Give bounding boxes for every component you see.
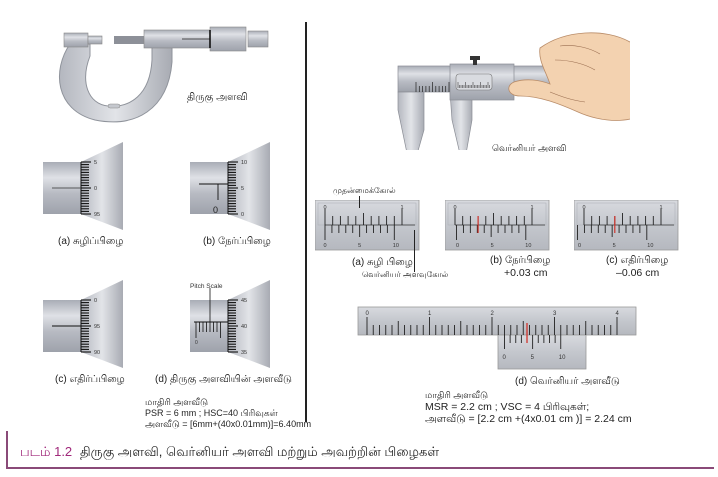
main-tick-label: 1: [428, 311, 432, 317]
thimble-cone: [81, 142, 123, 230]
micrometer-sample-heading: மாதிரி அளவீடு: [145, 397, 209, 407]
micrometer-panel-d-label: (d) திருகு அளவியின் அளவீடு: [155, 374, 292, 385]
vernier-sample-line1: MSR = 2.2 cm ; VSC = 4 பிரிவுகள்;: [425, 401, 590, 413]
main-tick-label: 0: [454, 205, 457, 211]
thimble-cone: [81, 280, 123, 368]
thimble-tick-label: 35: [241, 350, 247, 356]
main-tick-label: 3: [553, 311, 557, 317]
vernier-tick-label: 0: [456, 243, 459, 249]
thimble-tick-label: 0: [94, 298, 97, 304]
thimble-tick-label: 0: [241, 212, 244, 218]
vernier-panel-b-value: +0.03 cm: [504, 267, 548, 279]
main-tick-label: 1: [660, 205, 663, 211]
thimble-tick-label: 45: [241, 298, 247, 304]
vernier-tick-label: 10: [393, 243, 399, 249]
micrometer-spindle: [114, 36, 144, 44]
micrometer-panel-b-label: (b) நேர்ப்பிழை: [203, 236, 271, 247]
micrometer-panel-c-label: (c) எதிர்ப்பிழை: [55, 374, 125, 385]
sleeve: [190, 162, 228, 214]
vernier-tick-label: 10: [647, 243, 653, 249]
micrometer-title: திருகு அளவி: [187, 92, 248, 103]
main-tick-label: 1: [401, 205, 404, 211]
main-tick-label: 1: [531, 205, 534, 211]
vernier-title: வெர்னியர் அளவி: [492, 143, 567, 153]
vernier-panel-a-label: (a) சுழி பிழை: [352, 257, 413, 268]
thimble-panel-c: 0 95 90: [43, 280, 123, 368]
vernier-scale-label: வெர்னியர் அளவுகோல்: [362, 270, 449, 279]
main-tick-label: 2: [491, 311, 495, 317]
micrometer-frame: [58, 43, 173, 123]
pitch-scale-label: Pitch Scale: [190, 283, 223, 290]
vernier-tick-label: 5: [531, 355, 535, 361]
vernier-panel-d-label: (d) வெர்னியர் அளவீடு: [515, 376, 620, 387]
vernier-tick-label: 5: [613, 243, 616, 249]
thimble-cone: [228, 280, 270, 368]
vernier-tick-label: 0: [503, 355, 507, 361]
caption-frame: [6, 431, 714, 469]
vernier-caliper-illustration: [397, 32, 630, 150]
thimble-tick-label: 0: [94, 186, 97, 192]
vernier-tick-label: 5: [491, 243, 494, 249]
thimble-tick-label: 10: [241, 160, 247, 166]
vernier-tick-label: 0: [578, 243, 581, 249]
thimble-tick-label: 5: [94, 160, 97, 166]
main-scale-label: முதன்மைக்கோல்: [333, 186, 396, 195]
figure-number: படம் 1.2: [20, 444, 73, 459]
micrometer-ratchet: [247, 30, 269, 48]
vernier-reading-panel: 0 1 2 3 4 0 5 10: [357, 306, 637, 370]
vernier-panel-c-value: –0.06 cm: [616, 267, 660, 279]
vernier-tick-label: 10: [525, 243, 531, 249]
thimble-tick-label: 40: [241, 324, 247, 330]
micrometer-illustration: [58, 26, 269, 123]
main-tick-label: 0: [583, 205, 586, 211]
micrometer-anvil: [63, 32, 89, 48]
caliper-fixed-jaw: [397, 91, 425, 150]
thimble-panel-d: 45 40 35 0: [190, 280, 270, 368]
main-scale-pointer: [359, 196, 360, 208]
vernier-scale-pointer: [414, 230, 415, 272]
column-divider: [305, 22, 307, 422]
thimble-tick-label: 5: [241, 186, 244, 192]
caliper-sliding-jaw: [449, 91, 473, 150]
thimble-panel-b: 10 5 0 0: [190, 142, 270, 230]
main-tick-label: 4: [616, 311, 620, 317]
vernier-tick-label: 5: [358, 243, 361, 249]
micrometer-sample-line2: அளவீடு = [6mm+(40x0.01mm)]=6.40mm: [145, 419, 312, 429]
vernier-tick-label: 10: [559, 355, 566, 361]
vernier-tick-label: 0: [324, 243, 327, 249]
vernier-sample-line2: அளவீடு = [2.2 cm +(4x0.01 cm )] = 2.24 c…: [425, 413, 632, 425]
micrometer-thimble: [209, 26, 247, 52]
main-tick-label: 0: [324, 205, 327, 211]
thimble-panel-a: 5 0 95: [43, 142, 123, 230]
hand-icon: [508, 32, 630, 121]
thimble-tick-label: 95: [94, 324, 100, 330]
vernier-panel-c-label: (c) எதிர்பிழை: [606, 255, 669, 266]
zero-mark: 0: [213, 205, 218, 215]
thimble-cone: [228, 142, 270, 230]
figure-caption: திருகு அளவி, வெர்னியர் அளவி மற்றும் அவற்…: [80, 444, 440, 459]
pitch-zero: 0: [195, 340, 198, 346]
micrometer-panel-a-label: (a) சுழிப்பிழை: [58, 236, 124, 247]
vernier-panel-b-label: (b) நேர்பிழை: [490, 255, 551, 266]
main-tick-label: 0: [366, 311, 370, 317]
micrometer-sample-line1: PSR = 6 mm ; HSC=40 பிரிவுகள்: [145, 408, 278, 418]
thimble-tick-label: 90: [94, 350, 100, 356]
thimble-tick-label: 95: [94, 212, 100, 218]
vernier-sample-heading: மாதிரி அளவீடு: [425, 390, 489, 400]
